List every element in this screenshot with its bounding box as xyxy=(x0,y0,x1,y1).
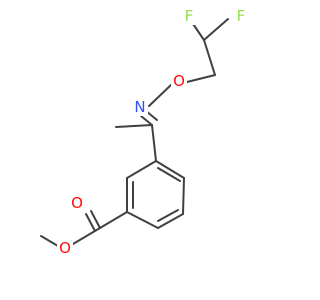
ring-bond-3 xyxy=(157,213,184,229)
bond-c-methyl xyxy=(115,124,153,128)
bond-ester-c-o-single xyxy=(72,227,101,245)
atom-f-right: F xyxy=(233,7,249,25)
bond-c-ring xyxy=(151,124,157,162)
bond-ester-c-o1 xyxy=(90,210,101,229)
bond-ester-c-o2 xyxy=(85,213,96,232)
atom-ester-o-label: O xyxy=(59,239,71,257)
bond-c-n-1 xyxy=(140,115,153,126)
atom-f-right-label: F xyxy=(237,7,246,25)
ring-double-2 xyxy=(157,209,179,222)
bond-ch2-o xyxy=(186,74,216,83)
structure-diagram: F F O N O O xyxy=(40,7,249,257)
atom-f-left-label: F xyxy=(185,7,194,25)
bond-o-methyl xyxy=(40,235,59,247)
bond-cf-right xyxy=(203,18,229,41)
ring-double-1 xyxy=(157,167,181,182)
bond-o-n xyxy=(148,83,173,107)
ring-bond-6 xyxy=(126,160,157,179)
atom-ester-o: O xyxy=(57,239,73,257)
atom-oxime-o: O xyxy=(171,72,187,90)
atom-carbonyl-o-label: O xyxy=(71,194,83,212)
bond-chf2-ch2 xyxy=(203,39,216,76)
atom-oxime-o-label: O xyxy=(173,72,185,90)
atom-oxime-n: N xyxy=(132,98,148,116)
bond-ring-ester-c xyxy=(99,211,128,229)
atom-f-left: F xyxy=(181,7,197,25)
ring-bond-4 xyxy=(126,211,159,229)
atom-carbonyl-o: O xyxy=(69,194,85,212)
atom-oxime-n-label: N xyxy=(134,98,145,116)
ring-bond-2 xyxy=(182,177,185,215)
ring-bond-1 xyxy=(155,160,185,179)
